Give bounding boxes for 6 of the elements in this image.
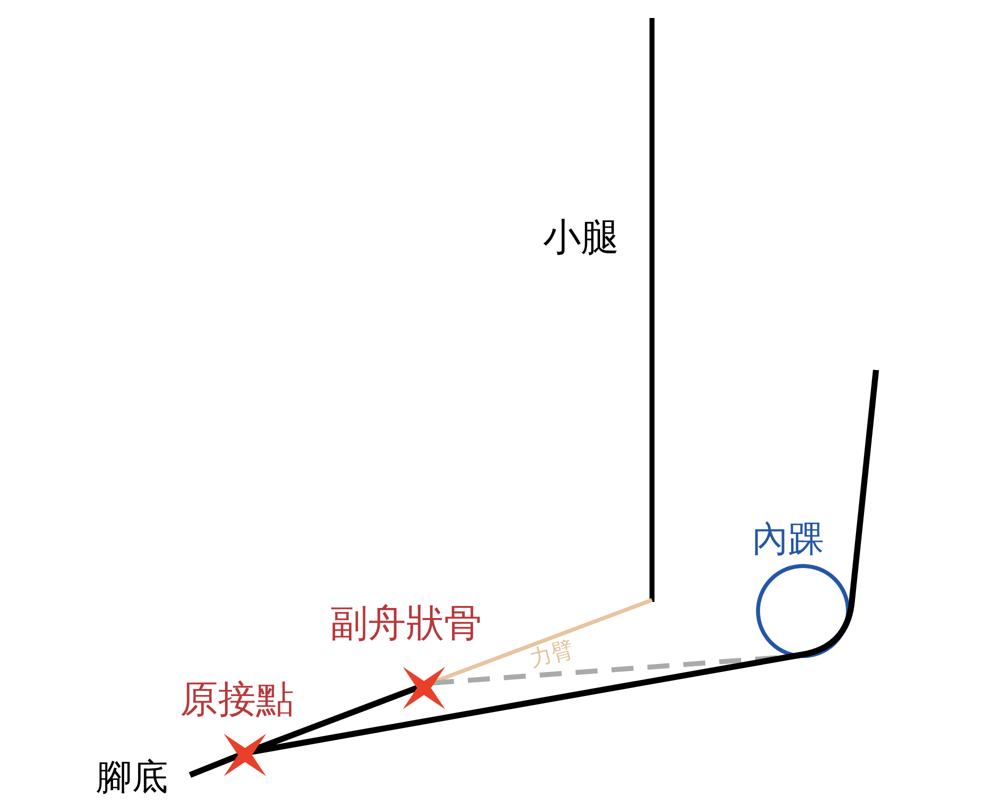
part-label: 腳底 — [96, 760, 168, 796]
part-label: 原接點 — [180, 680, 294, 718]
part-label: 力臂 — [528, 639, 576, 672]
part-label: 小腿 — [543, 218, 619, 256]
part-label: 內踝 — [752, 522, 824, 558]
part-label: 副舟狀骨 — [330, 604, 482, 642]
